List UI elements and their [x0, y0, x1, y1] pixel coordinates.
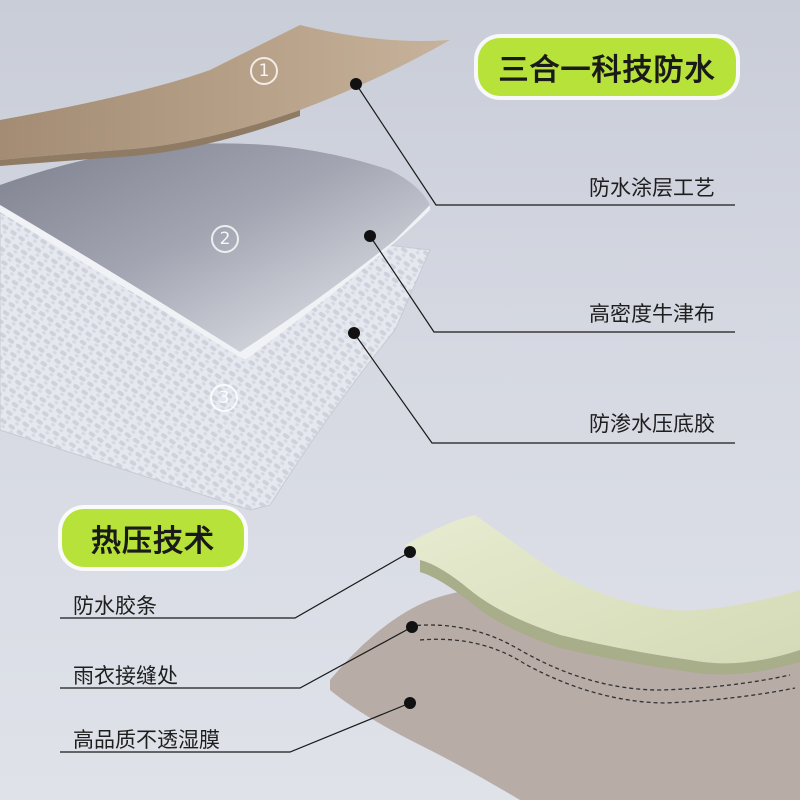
layer-number-3: 3 [210, 384, 238, 412]
title-badge: 三合一科技防水 [478, 38, 736, 96]
section-badge: 热压技术 [62, 509, 244, 567]
layer-label-2: 高密度牛津布 [589, 302, 715, 326]
seam-label-tape: 防水胶条 [73, 594, 157, 618]
seam-label-membrane: 高品质不透湿膜 [73, 728, 220, 752]
layer-label-3: 防渗水压底胶 [589, 412, 715, 436]
layer-number-2: 2 [211, 225, 239, 253]
layer-number-1: 1 [250, 57, 278, 85]
seam-label-seam: 雨衣接缝处 [73, 664, 178, 688]
tape-layer [405, 515, 800, 664]
coating-layer [0, 25, 450, 160]
membrane-layer [330, 588, 800, 800]
layer-label-1: 防水涂层工艺 [589, 176, 715, 200]
